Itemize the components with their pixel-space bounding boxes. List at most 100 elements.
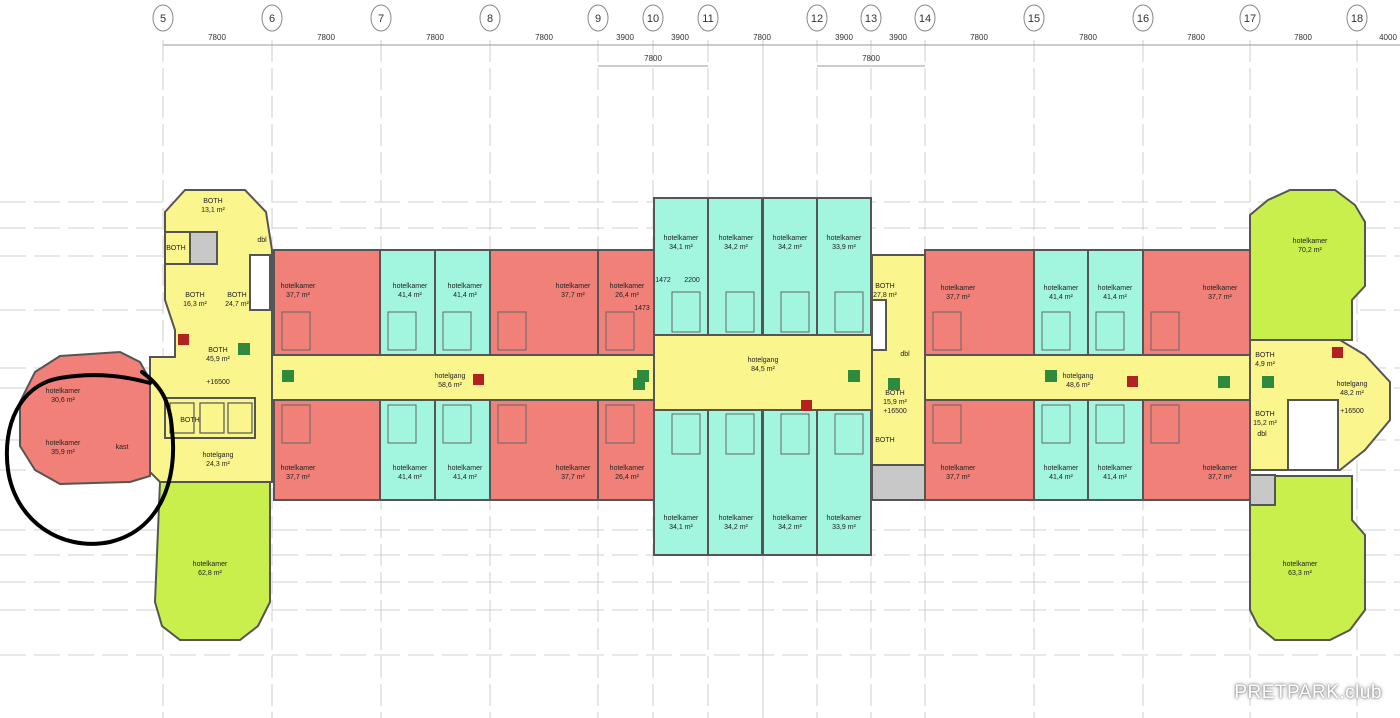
shaft — [164, 231, 191, 265]
emergency-exit-icon — [1218, 376, 1230, 388]
room-area: 41,4 m² — [398, 292, 422, 299]
guest-room-bottom — [434, 399, 491, 501]
bathroom — [725, 413, 755, 455]
emergency-exit-icon — [633, 378, 645, 390]
guest-room-top — [273, 249, 381, 356]
emergency-exit-icon — [848, 370, 860, 382]
guest-room-bottom — [379, 399, 436, 501]
stair — [249, 254, 271, 311]
watermark-logo: PRETPARK.club — [1234, 682, 1382, 703]
room-name: hotelkamer — [610, 465, 645, 472]
room-name: hotelgang — [748, 357, 779, 364]
small-label: kast — [116, 444, 129, 451]
dimension-label: 7800 — [644, 54, 662, 63]
emergency-exit-icon — [282, 370, 294, 382]
room-name: hotelkamer — [393, 465, 428, 472]
stair — [871, 299, 887, 351]
room-area: 37,7 m² — [561, 474, 585, 481]
room-shapes — [19, 189, 1391, 641]
guest-room-bottom — [1142, 399, 1251, 501]
room-area: 26,4 m² — [615, 474, 639, 481]
grid-axis-label: 14 — [919, 13, 931, 25]
guest-room-top — [1033, 249, 1089, 356]
dimension-label: 7800 — [426, 33, 444, 42]
grid-axis-bubble — [1132, 4, 1154, 32]
room-area: 37,7 m² — [946, 294, 970, 301]
dimension-label: 7800 — [1079, 33, 1097, 42]
grid-axis-label: 12 — [811, 13, 823, 25]
room-area: 41,4 m² — [1049, 474, 1073, 481]
dimension-label: 7800 — [208, 33, 226, 42]
dimension-label: 7800 — [1294, 33, 1312, 42]
level-marker: +16500 — [883, 408, 907, 415]
room-area: 4,9 m² — [1255, 361, 1276, 368]
guest-room-bottom — [597, 399, 655, 501]
grid-axis-bubble — [806, 4, 828, 32]
room-name: hotelgang — [203, 452, 234, 459]
bathroom — [932, 311, 962, 351]
grid-axis-bubble — [370, 4, 392, 32]
guest-room-bottom — [273, 399, 381, 501]
grid-axis-label: 7 — [378, 13, 384, 25]
room-name: hotelkamer — [773, 515, 808, 522]
grid-axis-bubble — [914, 4, 936, 32]
room-area: 37,7 m² — [946, 474, 970, 481]
small-label: BOTH — [180, 417, 199, 424]
room-name: hotelkamer — [556, 283, 591, 290]
grid-axis-bubble — [152, 4, 174, 32]
room-name: hotelkamer — [1293, 238, 1328, 245]
room-name: hotelkamer — [941, 285, 976, 292]
small-label: 1473 — [634, 305, 650, 312]
room-area: 26,4 m² — [615, 292, 639, 299]
shaft-gray — [189, 231, 218, 265]
bathroom — [442, 404, 472, 444]
grid-axis-label: 18 — [1351, 13, 1363, 25]
dimension-label: 7800 — [317, 33, 335, 42]
room-area: 34,1 m² — [669, 524, 693, 531]
grid-axis-bubble — [1023, 4, 1045, 32]
dimension-label: 7800 — [535, 33, 553, 42]
room-area: 37,7 m² — [1208, 294, 1232, 301]
emergency-exit-icon — [1262, 376, 1274, 388]
room-area: 34,1 m² — [669, 244, 693, 251]
guest-room-top — [653, 197, 709, 336]
left-suite — [153, 481, 271, 641]
bathroom — [605, 404, 635, 444]
guest-room-top — [489, 249, 599, 356]
small-label: 1472 — [655, 277, 671, 284]
room-name: hotelkamer — [556, 465, 591, 472]
room-area: 13,1 m² — [201, 207, 225, 214]
room-area: 41,4 m² — [453, 474, 477, 481]
grid-axis-label: 6 — [269, 13, 275, 25]
grid-axis-label: 11 — [702, 13, 713, 25]
guest-room-top — [707, 197, 763, 336]
grid-axis-label: 10 — [647, 13, 659, 25]
bathroom — [780, 291, 810, 333]
grid-axis-bubble — [261, 4, 283, 32]
dimension-label: 7800 — [862, 54, 880, 63]
grid-axis-bubble — [697, 4, 719, 32]
room-name: hotelkamer — [448, 465, 483, 472]
grid-axis-label: 15 — [1028, 13, 1040, 25]
room-area: 58,6 m² — [438, 382, 462, 389]
stair — [1287, 399, 1339, 471]
bathroom — [387, 404, 417, 444]
room-area: 48,2 m² — [1340, 390, 1364, 397]
room-name: hotelkamer — [1203, 465, 1238, 472]
room-area: 33,9 m² — [832, 244, 856, 251]
dimension-label: 4000 — [1379, 33, 1397, 42]
guest-room-bottom — [924, 399, 1035, 501]
room-name: BOTH — [1255, 411, 1274, 418]
bathroom — [497, 404, 527, 444]
room-area: 24,7 m² — [225, 301, 249, 308]
room-name: hotelkamer — [827, 515, 862, 522]
room-name: hotelkamer — [46, 440, 81, 447]
fire-hose-icon — [1127, 376, 1138, 387]
guest-room-top — [816, 197, 872, 336]
guest-room-bottom — [762, 409, 818, 556]
room-name: hotelkamer — [1044, 285, 1079, 292]
room-name: hotelkamer — [1203, 285, 1238, 292]
bathroom — [1095, 311, 1125, 351]
grid-axis-bubble — [479, 4, 501, 32]
